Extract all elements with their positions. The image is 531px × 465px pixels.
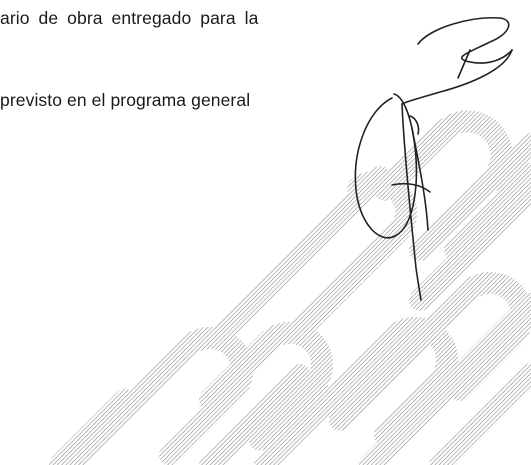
document-text-line: previsto en el programa general: [0, 90, 251, 110]
document-text-line: ario de obra entregado para la: [0, 8, 259, 28]
